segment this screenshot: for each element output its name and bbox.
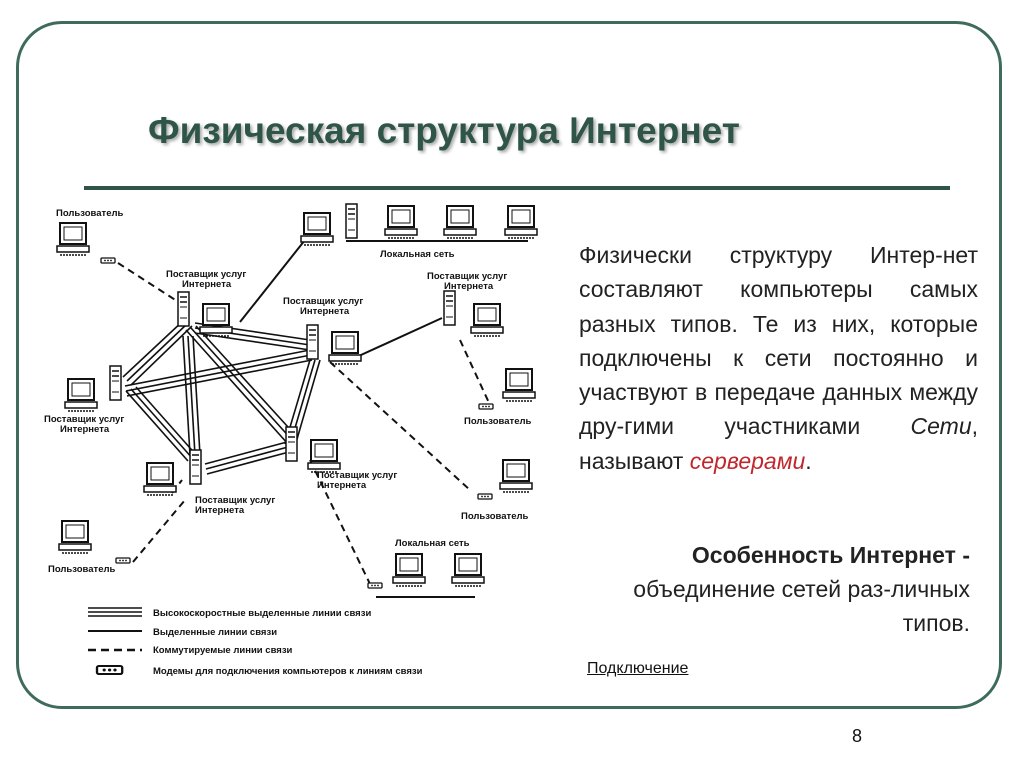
link-a-center	[185, 325, 299, 445]
legend-label-3: Модемы для подключения компьютеров к лин…	[153, 666, 423, 677]
label-isp-bottom-1: Поставщик услуг	[195, 495, 275, 506]
isp-left-pc	[64, 378, 98, 412]
slide-title: Физическая структура Интернет	[148, 110, 740, 151]
local-top-pc-4	[504, 205, 538, 239]
desc-part-5: .	[805, 447, 812, 474]
desc-part-1: Физически структуру Интер-нет составляют…	[579, 242, 978, 440]
feature-text: объединение сетей раз-личных типов.	[633, 576, 970, 636]
label-local-net-top: Локальная сеть	[380, 249, 455, 260]
label-user-top-left: Пользователь	[56, 208, 124, 219]
feature-heading: Особенность Интернет -	[691, 542, 970, 568]
label-isp-b-1: Поставщик услуг	[283, 296, 363, 307]
link-bottom-center	[204, 441, 290, 475]
link-a-left	[122, 319, 193, 386]
title-divider	[84, 186, 950, 190]
link-a-bottom	[182, 335, 201, 456]
user-top-left-pc	[56, 222, 90, 256]
label-local-net-bottom: Локальная сеть	[395, 538, 470, 549]
label-user-right-2: Пользователь	[461, 511, 529, 522]
legend: Высокоскоростные выделенные линии связи …	[88, 607, 423, 677]
isp-left-server	[109, 365, 122, 401]
user-bottom-left-pc	[58, 520, 92, 554]
label-isp-center-1: Поставщик услуг	[317, 470, 397, 481]
label-user-bottom-left: Пользователь	[48, 564, 116, 575]
label-user-right-1: Пользователь	[464, 416, 532, 427]
label-isp-c-2: Интернета	[444, 281, 494, 292]
desc-servers-highlight: серверами	[689, 447, 806, 474]
desc-network-word: Сети	[910, 413, 972, 440]
label-isp-c-1: Поставщик услуг	[427, 271, 507, 282]
local-bottom-pc-2	[451, 553, 485, 587]
legend-modem-swatch	[95, 664, 124, 676]
local-bottom-pc-1	[392, 553, 426, 587]
label-isp-bottom-2: Интернета	[195, 505, 245, 516]
label-isp-left-1: Поставщик услуг	[44, 414, 124, 425]
diagram-labels: Пользователь Локальная сеть Поставщик ус…	[44, 208, 532, 575]
isp-bottom-pc	[143, 462, 177, 496]
local-top-server	[345, 203, 358, 239]
isp-b-pc	[328, 331, 362, 365]
legend-label-1: Выделенные линии связи	[153, 627, 277, 638]
legend-label-2: Коммутируемые линии связи	[153, 645, 293, 656]
link-left-bottom	[125, 386, 199, 462]
isp-bottom-server	[189, 449, 202, 485]
user-right-2-pc	[499, 459, 533, 493]
isp-c-pc	[470, 303, 504, 337]
feature-paragraph: Особенность Интернет - объединение сетей…	[560, 538, 970, 640]
description-paragraph: Физически структуру Интер-нет составляют…	[579, 238, 978, 478]
legend-high-speed-swatch	[88, 607, 142, 617]
local-top-pc-1	[300, 212, 334, 246]
page-number: 8	[852, 726, 863, 746]
connection-link[interactable]: Подключение	[587, 660, 689, 677]
legend-label-0: Высокоскоростные выделенные линии связи	[153, 608, 371, 619]
label-isp-left-2: Интернета	[60, 424, 110, 435]
isp-a-server	[177, 291, 190, 327]
desc-part-3: , называют	[579, 413, 978, 474]
slide-frame	[16, 21, 1002, 709]
label-isp-center-2: Интернета	[317, 480, 367, 491]
isp-center-pc	[307, 439, 341, 473]
isp-c-server	[443, 290, 456, 326]
isp-center-server	[285, 426, 298, 462]
user-right-1-pc	[502, 368, 536, 402]
dedicated-links	[239, 239, 528, 598]
label-isp-a-1: Поставщик услуг	[166, 269, 246, 280]
isp-b-server	[306, 324, 319, 360]
link-left-b	[124, 349, 313, 397]
local-top-pc-2	[384, 205, 418, 239]
local-top-pc-3	[443, 205, 477, 239]
label-isp-a-2: Интернета	[182, 279, 232, 290]
isp-a-pc	[199, 303, 233, 337]
label-isp-b-2: Интернета	[300, 306, 350, 317]
